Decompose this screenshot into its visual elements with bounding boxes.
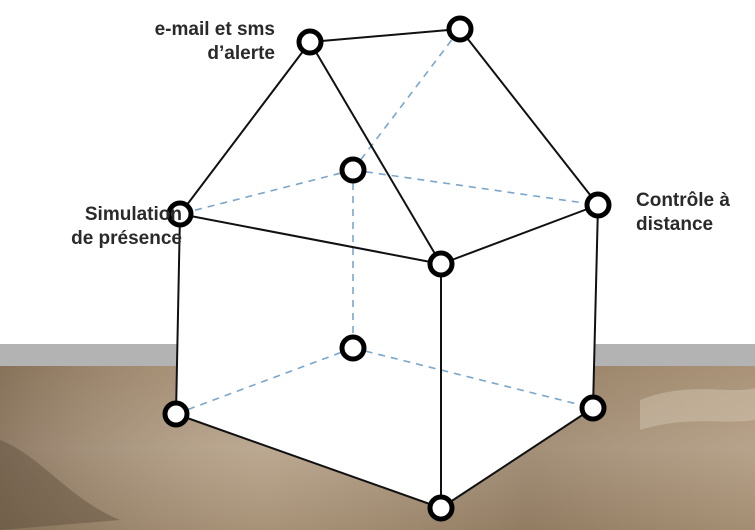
nodes	[162, 15, 612, 522]
label-line: de présence	[71, 228, 182, 249]
node-left-bottom	[162, 400, 190, 428]
edge	[440, 407, 594, 509]
edge	[175, 213, 181, 415]
node-inner-top	[339, 156, 367, 184]
node-roof-back	[446, 15, 474, 43]
edge	[592, 204, 599, 409]
edge	[309, 41, 442, 265]
edge	[459, 28, 599, 206]
edge	[309, 28, 461, 43]
node-front-bottom	[427, 494, 455, 522]
label-line: distance	[636, 214, 714, 235]
floor-curve-highlight	[640, 388, 755, 430]
visible-edges	[175, 28, 599, 509]
hidden-edge	[175, 347, 354, 415]
label-line: d’alerte	[207, 43, 275, 64]
label-line: e-mail et sms	[154, 19, 275, 40]
node-roof-front	[296, 28, 324, 56]
floor-curve-shadow	[0, 440, 120, 530]
edge	[179, 41, 311, 215]
house-fill	[176, 29, 598, 508]
node-right-top	[584, 191, 612, 219]
hidden-edge	[179, 169, 354, 215]
hidden-edge	[352, 347, 594, 409]
edge	[440, 204, 599, 265]
label-email-sms-alert: e-mail et sms d’alerte	[95, 18, 275, 66]
node-left-top	[166, 200, 194, 228]
edge	[175, 413, 442, 509]
node-front-top	[427, 250, 455, 278]
node-right-bottom	[579, 394, 607, 422]
label-line: Contrôle à	[636, 190, 730, 211]
edge	[179, 213, 442, 265]
node-inner-bottom	[339, 334, 367, 362]
label-remote-control: Contrôle à distance	[636, 189, 755, 237]
hidden-edge	[352, 169, 599, 206]
label-line: Simulation	[84, 204, 182, 225]
label-presence-simulation: Simulation de présence	[0, 203, 182, 251]
